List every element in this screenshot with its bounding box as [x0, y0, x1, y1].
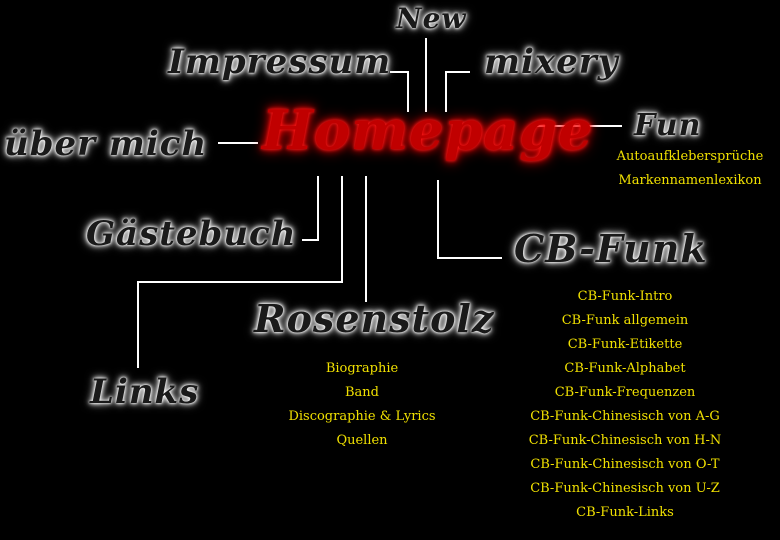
cbfunk-item[interactable]: CB-Funk-Frequenzen	[554, 385, 696, 400]
cbfunk-item[interactable]: CB-Funk-Chinesisch von O-T	[530, 457, 720, 472]
connector-guestbook	[302, 176, 319, 241]
rosenstolz-submenu: Biographie Band Discographie & Lyrics Qu…	[262, 357, 462, 453]
cbfunk-item[interactable]: CB-Funk-Chinesisch von U-Z	[530, 481, 720, 496]
nav-mixery[interactable]: mixery	[484, 42, 619, 82]
cbfunk-item[interactable]: CB-Funk allgemein	[561, 313, 689, 328]
nav-rosenstolz[interactable]: Rosenstolz	[254, 296, 495, 341]
fun-item[interactable]: Markennamenlexikon	[618, 173, 762, 188]
nav-guestbook[interactable]: Gästebuch	[86, 214, 297, 254]
homepage-title: Homepage	[262, 98, 594, 162]
cbfunk-item[interactable]: CB-Funk-Chinesisch von H-N	[528, 433, 722, 448]
connector-mixery	[445, 71, 470, 112]
cbfunk-item[interactable]: CB-Funk-Intro	[577, 289, 673, 304]
nav-fun[interactable]: Fun	[634, 108, 702, 143]
cbfunk-submenu: CB-Funk-Intro CB-Funk allgemein CB-Funk-…	[500, 285, 750, 525]
connector-impressum	[390, 71, 409, 112]
cbfunk-item[interactable]: CB-Funk-Alphabet	[564, 361, 686, 376]
rosenstolz-item[interactable]: Discographie & Lyrics	[288, 409, 436, 424]
nav-cbfunk[interactable]: CB-Funk	[514, 226, 708, 271]
rosenstolz-item[interactable]: Band	[345, 385, 379, 400]
connector-links	[137, 176, 343, 368]
rosenstolz-item[interactable]: Quellen	[336, 433, 388, 448]
nav-impressum[interactable]: Impressum	[168, 42, 392, 82]
rosenstolz-item[interactable]: Biographie	[325, 361, 399, 376]
fun-submenu: Autoaufkleber­sprüche Markennamenlexikon	[602, 145, 778, 193]
cbfunk-item[interactable]: CB-Funk-Chinesisch von A-G	[530, 409, 720, 424]
cbfunk-item[interactable]: CB-Funk-Etikette	[567, 337, 683, 352]
nav-about[interactable]: über mich	[4, 124, 208, 164]
cbfunk-item[interactable]: CB-Funk-Links	[576, 505, 674, 520]
nav-new[interactable]: New	[396, 2, 467, 35]
nav-links[interactable]: Links	[90, 372, 200, 412]
connector-cbfunk	[437, 180, 502, 259]
fun-item[interactable]: Autoaufkleber­sprüche	[616, 149, 764, 164]
